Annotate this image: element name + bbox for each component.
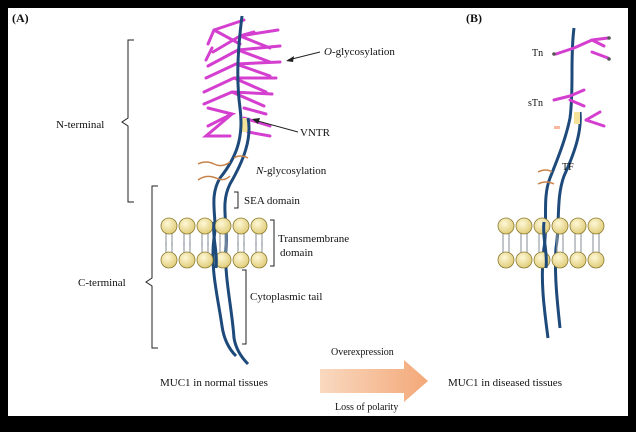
- glycan-dots: [552, 36, 611, 61]
- backbone-strand-1: [211, 15, 244, 358]
- c-terminal-bracket: [145, 185, 158, 349]
- diseased-tissues-label: MUC1 in diseased tissues: [448, 377, 562, 389]
- stn-label: sTn: [528, 98, 543, 109]
- overexpression-label: Overexpression: [331, 347, 394, 358]
- membrane-bilayer-b: [497, 217, 605, 269]
- transition-arrow: [320, 360, 428, 402]
- vntr-pointer: [253, 119, 299, 133]
- o-glycosylation-label: O-glycosylation: [324, 46, 395, 58]
- tf-label: TF: [562, 162, 574, 173]
- vntr-arrowhead: [252, 118, 260, 124]
- tn-label: Tn: [532, 48, 543, 59]
- muc1-diagram: (A) (B): [12, 11, 611, 413]
- backbone-strand-2: [223, 117, 251, 366]
- sea-bracket: [234, 191, 239, 209]
- membrane-bilayer: [160, 217, 268, 269]
- vntr-region-b: [574, 112, 580, 124]
- backbone-transmembrane: [212, 221, 218, 269]
- backbone-b-strand-1: [540, 27, 576, 339]
- o-glyco-arrowhead: [286, 56, 294, 62]
- n-terminal-label: N-terminal: [56, 119, 104, 131]
- cytoplasmic-tail-label: Cytoplasmic tail: [250, 291, 322, 303]
- n-glycosylation-label: N-glycosylation: [255, 165, 327, 177]
- domain-brackets: [234, 191, 275, 345]
- transmembrane-bracket: [270, 219, 275, 267]
- panel-b: Tn sTn TF: [497, 27, 611, 339]
- c-terminal-label: C-terminal: [78, 277, 126, 289]
- n-glycosylation-b: [537, 169, 555, 185]
- cyto-bracket: [242, 269, 247, 345]
- n-terminal-bracket: [121, 39, 134, 203]
- backbone-b-transmembrane: [542, 221, 548, 269]
- n-glycosylation-chains: [197, 155, 249, 181]
- panel-a: N-terminal C-terminal O-glycosylation VN…: [56, 15, 395, 366]
- transmembrane-label-1: Transmembrane: [278, 233, 349, 245]
- figure-frame: (A) (B): [8, 8, 628, 416]
- transmembrane-label-2: domain: [280, 247, 313, 259]
- vntr-region: [240, 118, 248, 132]
- panel-a-label: (A): [12, 11, 29, 25]
- normal-tissues-label: MUC1 in normal tissues: [160, 377, 268, 389]
- glyco-fragment-b: [554, 126, 560, 129]
- loss-of-polarity-label: Loss of polarity: [335, 402, 398, 413]
- panel-b-label: (B): [466, 11, 482, 25]
- sea-domain-label: SEA domain: [244, 195, 300, 207]
- truncated-glycans: [552, 36, 610, 128]
- vntr-label: VNTR: [300, 127, 331, 139]
- backbone-b-strand-2: [553, 111, 582, 329]
